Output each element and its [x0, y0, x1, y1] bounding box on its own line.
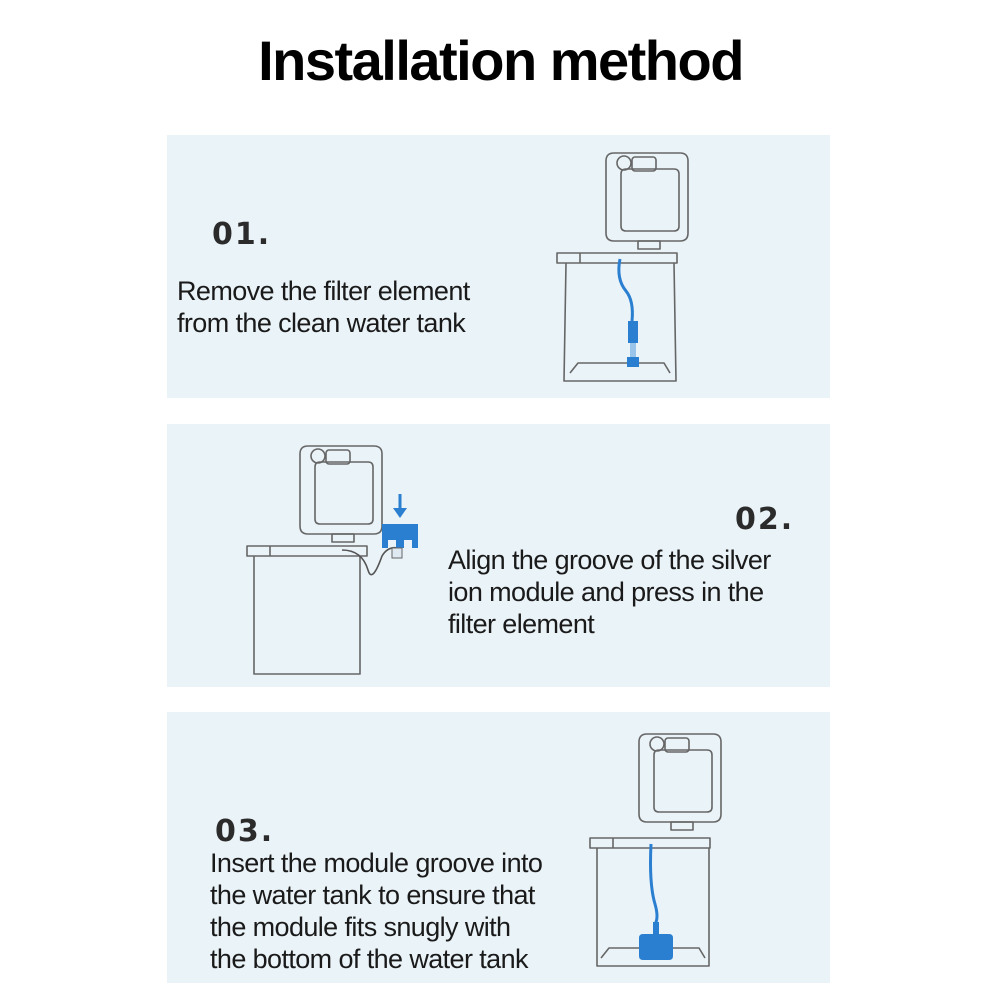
step-3-panel: 03. Insert the module groove into the wa…: [167, 712, 830, 983]
water-tank-open-lid-illustration: [556, 152, 689, 382]
step-3-number: 03.: [215, 814, 275, 849]
step-1-line-1: Remove the filter element: [177, 276, 470, 306]
step-3-line-2: the water tank to ensure that: [210, 880, 535, 910]
step-3-line-3: the module fits snugly with: [210, 912, 511, 942]
water-tank-module-seated-illustration: [589, 733, 722, 967]
step-3-line-4: the bottom of the water tank: [210, 944, 529, 974]
step-2-line-1: Align the groove of the silver: [448, 545, 771, 575]
step-2-description: Align the groove of the silver ion modul…: [448, 544, 771, 640]
step-2-panel: 02. Align the groove of the silver ion m…: [167, 424, 830, 687]
page-title: Installation method: [258, 29, 744, 92]
water-tank-module-insert-illustration: [246, 445, 418, 675]
step-2-line-3: filter element: [448, 609, 595, 639]
step-1-line-2: from the clean water tank: [177, 308, 466, 338]
step-1-number: 01.: [212, 217, 272, 252]
step-1-panel: 01. Remove the filter element from the c…: [167, 135, 830, 398]
step-2-number: 02.: [735, 502, 795, 537]
step-3-line-1: Insert the module groove into: [210, 848, 543, 878]
step-3-description: Insert the module groove into the water …: [210, 847, 543, 975]
step-1-description: Remove the filter element from the clean…: [177, 275, 470, 339]
step-2-line-2: ion module and press in the: [448, 577, 764, 607]
